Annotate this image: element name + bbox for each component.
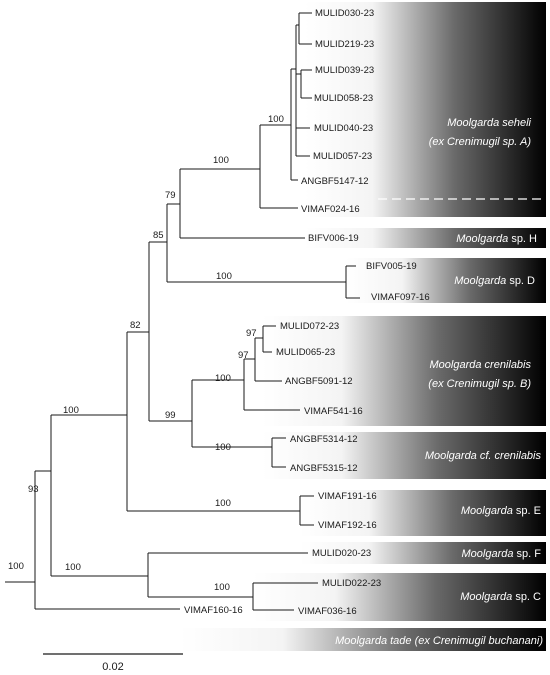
- support-value: 100: [65, 562, 81, 573]
- tip-label: BIFV005-19: [366, 261, 417, 272]
- tip-label: VIMAF024-16: [301, 204, 360, 215]
- band-sp-E: [300, 490, 546, 536]
- support-value: 100: [215, 442, 231, 453]
- tip-label: VIMAF036-16: [298, 606, 357, 617]
- clade-label-crenilabis: Moolgarda crenilabis: [430, 359, 532, 371]
- tip-label: VIMAF191-16: [318, 491, 377, 502]
- tip-label: BIFV006-19: [308, 233, 359, 244]
- support-value: 82: [130, 320, 141, 331]
- tip-label: ANGBF5315-12: [290, 463, 358, 474]
- tip-label: MULID057-23: [313, 151, 372, 162]
- clade-label-sp-H: Moolgarda sp. H: [456, 233, 537, 245]
- tip-label: MULID219-23: [315, 39, 374, 50]
- support-value: 99: [165, 410, 176, 421]
- clade-label-sp-C: Moolgarda sp. C: [460, 591, 541, 603]
- tip-label: MULID030-23: [315, 8, 374, 19]
- support-value: 100: [216, 271, 232, 282]
- clade-label-seheli-note: (ex Crenimugil sp. A): [429, 136, 532, 148]
- band-sp-H: [305, 228, 546, 248]
- band-seheli: [305, 2, 546, 217]
- band-crenilabis: [262, 316, 546, 426]
- clade-label-seheli: Moolgarda seheli: [447, 117, 531, 129]
- tip-label: VIMAF097-16: [371, 292, 430, 303]
- tip-label: MULID065-23: [276, 347, 335, 358]
- tree-branches: [5, 12, 360, 611]
- support-value: 100: [213, 155, 229, 166]
- tip-label: ANGBF5091-12: [285, 376, 353, 387]
- tip-label: VIMAF541-16: [304, 406, 363, 417]
- tip-label: VIMAF192-16: [318, 520, 377, 531]
- tip-label: MULID058-23: [314, 93, 373, 104]
- tip-label: ANGBF5147-12: [301, 176, 369, 187]
- clade-label-sp-F: Moolgarda sp. F: [462, 548, 542, 560]
- support-value: 100: [215, 498, 231, 509]
- scale-bar-label: 0.02: [102, 661, 123, 673]
- scale-bar: 0.02: [43, 653, 183, 673]
- support-value: 100: [268, 114, 284, 125]
- band-tade: [180, 628, 546, 651]
- support-value: 97: [238, 350, 249, 361]
- band-cf-crenilabis: [262, 432, 546, 479]
- clade-label-sp-E: Moolgarda sp. E: [461, 505, 541, 517]
- support-value: 79: [165, 190, 176, 201]
- tip-labels: MULID030-23 MULID219-23 MULID039-23 MULI…: [184, 8, 430, 617]
- clade-label-cf-crenilabis: Moolgarda cf. crenilabis: [425, 450, 542, 462]
- tip-label: MULID039-23: [315, 65, 374, 76]
- tip-label: ANGBF5314-12: [290, 434, 358, 445]
- support-value: 100: [8, 561, 24, 572]
- clade-label-crenilabis-note: (ex Crenimugil sp. B): [428, 378, 531, 390]
- support-value: 85: [153, 230, 164, 241]
- clade-labels: Moolgarda seheli (ex Crenimugil sp. A) M…: [335, 117, 543, 647]
- support-value: 97: [246, 328, 257, 339]
- support-value: 100: [214, 582, 230, 593]
- band-sp-C: [253, 573, 546, 621]
- tip-label: VIMAF160-16: [184, 605, 243, 616]
- clade-bands: [180, 2, 546, 651]
- clade-label-tade: Moolgarda tade (ex Crenimugil buchanani): [335, 635, 543, 647]
- band-sp-F: [300, 542, 546, 564]
- tip-label: MULID022-23: [322, 578, 381, 589]
- band-sp-D: [346, 258, 546, 303]
- support-values: 100 93 100 82 85 79 100 100 100 99 100 9…: [8, 114, 284, 593]
- support-value: 93: [28, 484, 39, 495]
- support-value: 100: [215, 373, 231, 384]
- clade-label-sp-D: Moolgarda sp. D: [454, 275, 535, 287]
- tip-label: MULID020-23: [312, 548, 371, 559]
- support-value: 100: [63, 405, 79, 416]
- tip-label: MULID072-23: [280, 321, 339, 332]
- tip-label: MULID040-23: [314, 123, 373, 134]
